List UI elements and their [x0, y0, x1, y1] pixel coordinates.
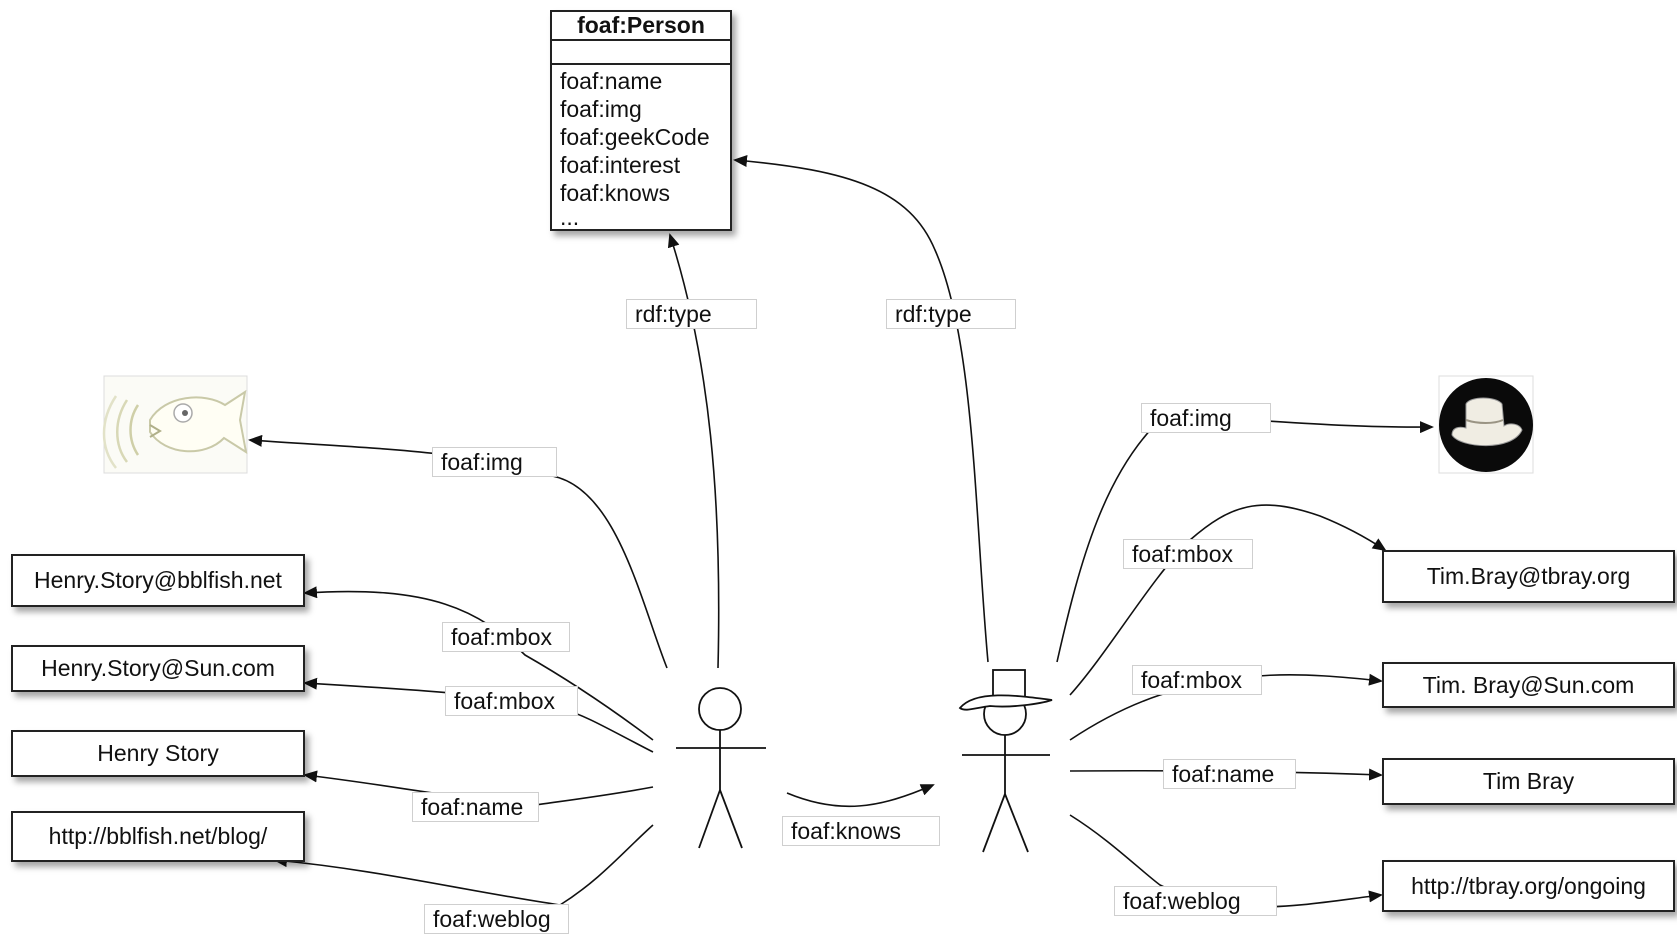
tim-name-text: Tim Bray — [1482, 768, 1575, 794]
class-divider — [552, 41, 730, 65]
tim-mbox2-node: Tim. Bray@Sun.com — [1382, 662, 1675, 708]
henry-name-node: Henry Story — [11, 730, 305, 777]
edge-label-foaf-knows: foaf:knows — [782, 816, 940, 846]
henry-mbox1-text: Henry.Story@bblfish.net — [34, 567, 282, 593]
tim-hat-image-icon — [1438, 375, 1534, 474]
edge-label-henry-weblog: foaf:weblog — [424, 904, 569, 934]
edge-henry-rdf-type — [667, 233, 720, 669]
tim-person-icon — [958, 669, 1053, 853]
class-attribute: foaf:img — [560, 96, 642, 122]
edge-label-henry-mbox1: foaf:mbox — [442, 622, 570, 652]
foaf-person-class-box: foaf:Person foaf:name foaf:img foaf:geek… — [550, 10, 732, 231]
henry-person-icon — [676, 687, 766, 849]
class-attribute: foaf:knows — [560, 180, 670, 206]
tim-weblog-text: http://tbray.org/ongoing — [1411, 872, 1646, 899]
edge-tim-mbox1 — [1069, 504, 1387, 696]
edge-label-tim-weblog: foaf:weblog — [1114, 886, 1277, 916]
edge-label-henry-rdf-type: rdf:type — [626, 299, 757, 329]
henry-mbox2-node: Henry.Story@Sun.com — [11, 645, 305, 692]
class-attribute: foaf:geekCode — [560, 124, 710, 150]
class-attributes: foaf:name foaf:img foaf:geekCode foaf:in… — [552, 65, 730, 230]
henry-mbox1-node: Henry.Story@bblfish.net — [11, 554, 305, 607]
edge-label-tim-name: foaf:name — [1163, 759, 1296, 789]
edge-henry-weblog — [273, 824, 654, 906]
class-attribute: foaf:name — [560, 68, 663, 94]
edge-tim-rdf-type — [733, 155, 989, 663]
class-attribute: foaf:interest — [560, 152, 681, 178]
edge-label-tim-mbox1: foaf:mbox — [1123, 539, 1253, 569]
tim-name-node: Tim Bray — [1382, 758, 1675, 805]
henry-weblog-text: http://bblfish.net/blog/ — [48, 823, 268, 849]
edge-henry-mbox1 — [303, 586, 654, 741]
henry-weblog-node: http://bblfish.net/blog/ — [11, 811, 305, 862]
henry-name-text: Henry Story — [97, 740, 219, 766]
edge-label-tim-mbox2: foaf:mbox — [1132, 665, 1262, 695]
tim-mbox1-text: Tim.Bray@tbray.org — [1426, 563, 1631, 589]
edge-label-henry-mbox2: foaf:mbox — [445, 686, 578, 716]
tim-mbox2-text: Tim. Bray@Sun.com — [1422, 671, 1635, 698]
edge-label-tim-rdf-type: rdf:type — [886, 299, 1016, 329]
class-title: foaf:Person — [552, 12, 730, 41]
henry-mbox2-text: Henry.Story@Sun.com — [41, 655, 275, 681]
henry-fish-image-icon — [102, 375, 248, 474]
tim-weblog-node: http://tbray.org/ongoing — [1382, 860, 1675, 912]
tim-mbox1-node: Tim.Bray@tbray.org — [1382, 550, 1675, 603]
edge-label-henry-img: foaf:img — [432, 447, 557, 477]
edge-label-tim-img: foaf:img — [1141, 403, 1271, 433]
class-attribute: ... — [560, 204, 580, 230]
edge-label-henry-name: foaf:name — [412, 792, 539, 822]
edge-foaf-knows — [786, 784, 935, 808]
